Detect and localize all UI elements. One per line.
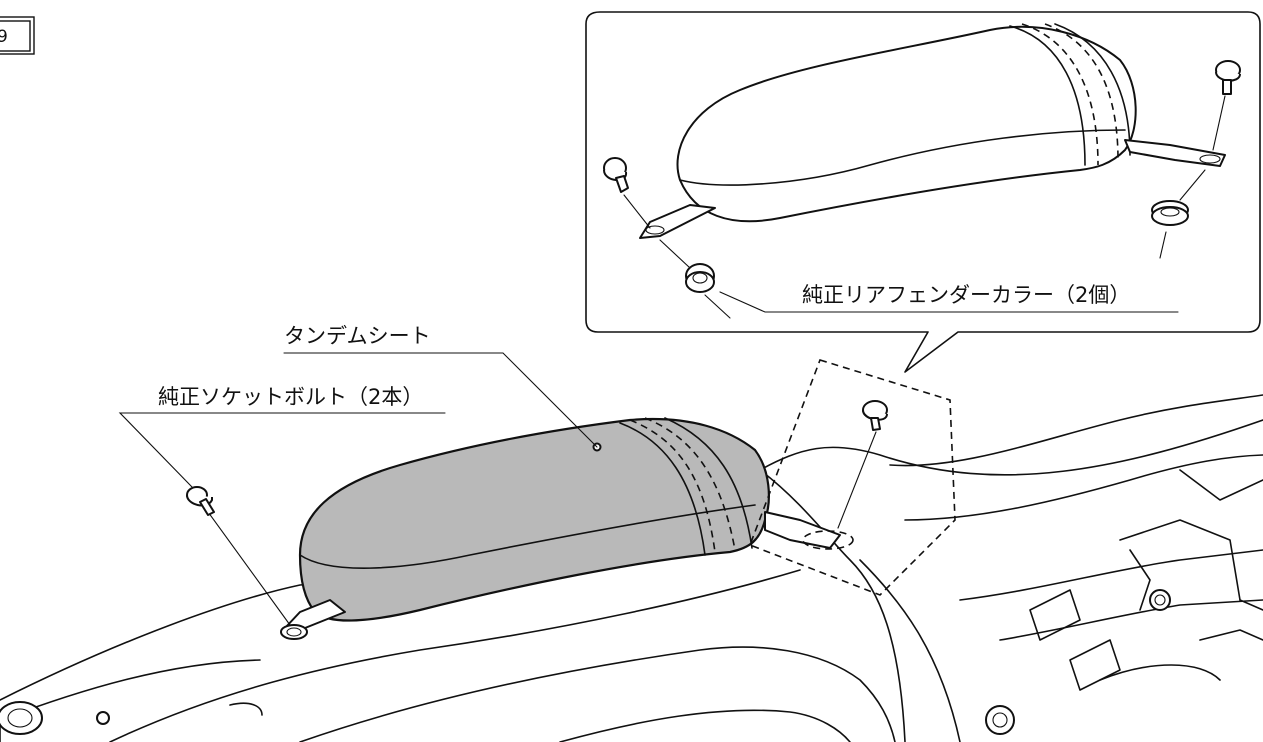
front-socket-bolt <box>186 486 308 640</box>
detail-callout <box>585 11 1261 373</box>
label-socket-bolt: 純正ソケットボルト（2本） <box>118 385 446 488</box>
tandem-seat-label: タンデムシート <box>284 324 431 348</box>
rear-socket-bolt <box>837 400 888 529</box>
fender-collar-label: 純正リアフェンダーカラー（2個） <box>802 283 1130 307</box>
step-number: 9 <box>0 27 8 47</box>
rear-frame <box>889 394 1263 735</box>
step-number-badge: 9 <box>0 16 35 55</box>
label-fender-collar: 純正リアフェンダーカラー（2個） <box>719 283 1179 313</box>
tandem-seat <box>284 417 854 631</box>
label-tandem-seat: タンデムシート <box>283 324 598 448</box>
detail-highlight-region <box>748 359 956 596</box>
socket-bolt-label: 純正ソケットボルト（2本） <box>158 385 423 409</box>
